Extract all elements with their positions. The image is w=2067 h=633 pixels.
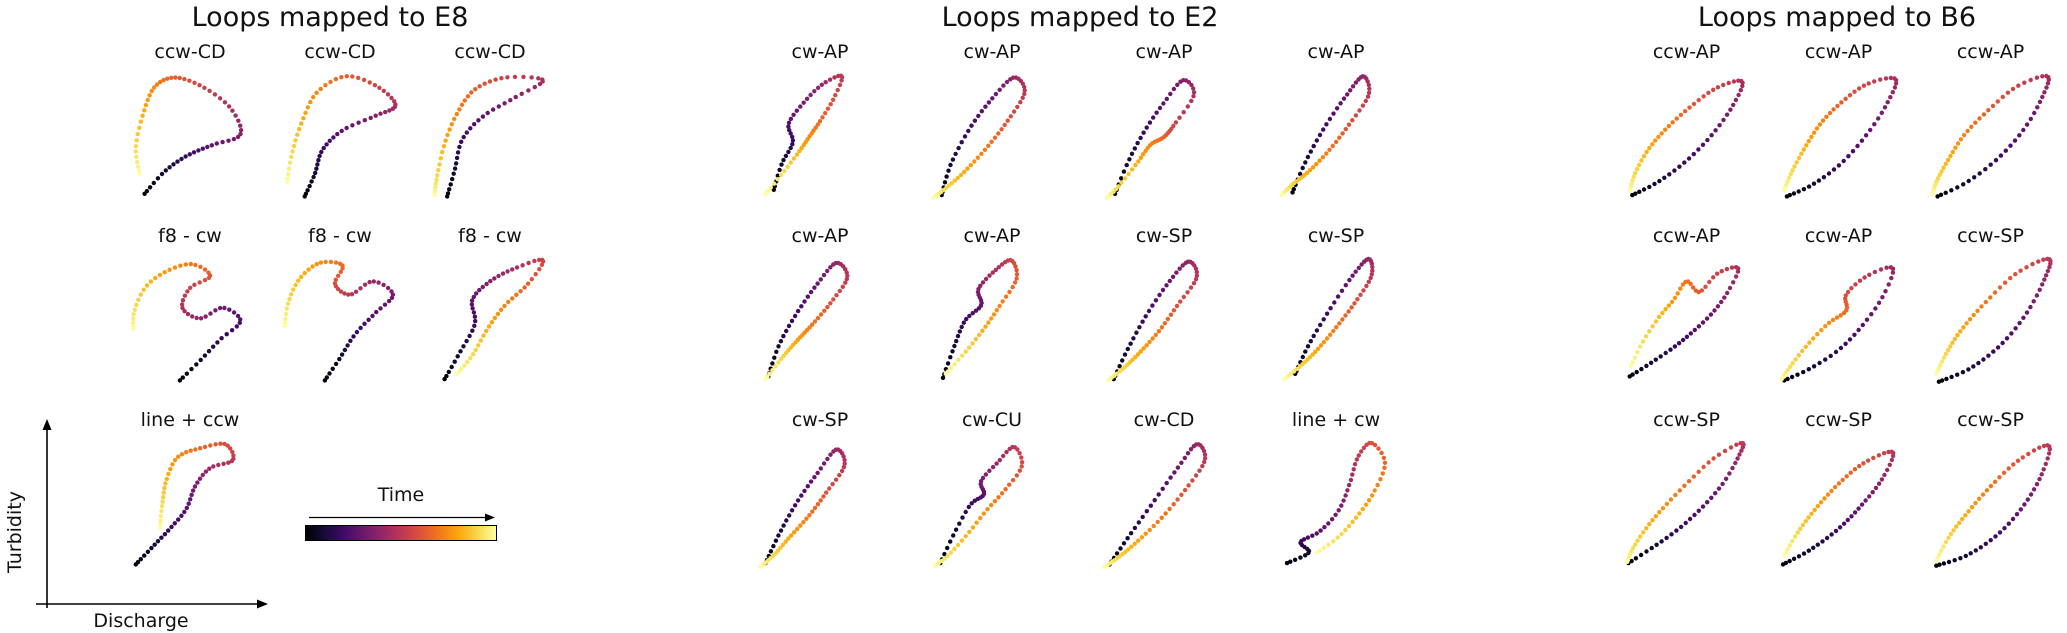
- subplot-label: ccw-AP: [1652, 225, 1721, 247]
- subplot-label: cw-AP: [791, 41, 849, 63]
- subplot-e2-8: cw-SP: [1261, 224, 1411, 394]
- x-axis-label: Discharge: [93, 610, 189, 632]
- loop-plot: [432, 74, 545, 199]
- subplot-e2-9: cw-SP: [745, 408, 895, 578]
- subplot-e8-6: f8 - cw: [420, 224, 560, 394]
- subplot-label: cw-AP: [1307, 41, 1365, 63]
- x-axis-arrow-icon: [36, 599, 268, 609]
- loop-plot: [1934, 256, 2053, 384]
- loop-plot: [1627, 265, 1741, 379]
- subplot-label: cw-SP: [1307, 225, 1365, 247]
- subplot-label: cw-CD: [1133, 409, 1195, 431]
- subplot-b6-8: ccw-SP: [1767, 408, 1910, 578]
- subplot-b6-4: ccw-AP: [1615, 224, 1758, 394]
- loop-plot: [931, 75, 1027, 200]
- loop-plot: [1779, 265, 1896, 383]
- panel-title-e8: Loops mapped to E8: [191, 2, 469, 33]
- subplot-b6-1: ccw-AP: [1615, 40, 1758, 210]
- subplot-label: ccw-SP: [1957, 225, 2024, 247]
- subplot-label: cw-SP: [791, 409, 849, 431]
- subplot-b6-2: ccw-AP: [1767, 40, 1910, 210]
- loop-plot: [758, 447, 847, 570]
- subplot-e2-7: cw-SP: [1089, 224, 1239, 394]
- loop-plot: [284, 74, 398, 199]
- subplot-label: f8 - cw: [158, 225, 222, 247]
- loop-plot: [1102, 442, 1208, 570]
- subplot-b6-7: ccw-SP: [1615, 408, 1758, 578]
- subplot-e2-4: cw-AP: [1261, 40, 1411, 210]
- subplot-e2-6: cw-AP: [917, 224, 1067, 394]
- subplot-grid-e2: cw-AP cw-AP cw-AP cw-AP cw-AP cw-AP cw-SP cw-SP…: [745, 40, 1411, 578]
- loop-plot: [131, 261, 243, 383]
- subplot-label: cw-AP: [963, 225, 1021, 247]
- loop-plot: [763, 260, 850, 382]
- loop-plot: [1782, 75, 1899, 199]
- subplot-label: cw-AP: [963, 41, 1021, 63]
- loop-plot: [1627, 78, 1745, 198]
- subplot-grid-e8: ccw-CD ccw-CD ccw-CD f8 - cw f8 - cw f8 - cw l…: [120, 40, 560, 578]
- loop-plot: [1780, 449, 1896, 567]
- subplot-e8-2: ccw-CD: [270, 40, 410, 210]
- subplot-b6-5: ccw-AP: [1767, 224, 1910, 394]
- subplot-grid-b6: ccw-AP ccw-AP ccw-AP ccw-AP ccw-AP ccw-SP ccw-…: [1615, 40, 2062, 578]
- subplot-e2-11: cw-CD: [1089, 408, 1239, 578]
- y-axis-label: Turbidity: [4, 491, 26, 573]
- loop-plot: [282, 259, 396, 383]
- subplot-e2-5: cw-AP: [745, 224, 895, 394]
- subplot-label: ccw-SP: [1805, 409, 1872, 431]
- loop-plot: [1284, 440, 1388, 566]
- subplot-label: ccw-AP: [1652, 41, 1721, 63]
- subplot-label: ccw-AP: [1956, 41, 2025, 63]
- subplot-label: ccw-CD: [304, 41, 376, 63]
- subplot-b6-6: ccw-SP: [1919, 224, 2062, 394]
- loop-plot: [442, 257, 546, 382]
- loop-plot: [1104, 78, 1197, 200]
- subplot-e2-10: cw-CU: [917, 408, 1067, 578]
- loop-plot: [1934, 443, 2052, 568]
- subplot-label: ccw-CD: [154, 41, 226, 63]
- subplot-e2-2: cw-AP: [917, 40, 1067, 210]
- loop-plot: [133, 75, 244, 196]
- subplot-b6-9: ccw-SP: [1919, 408, 2062, 578]
- subplot-e8-4: f8 - cw: [120, 224, 260, 394]
- subplot-label: ccw-CD: [454, 41, 526, 63]
- subplot-label: cw-AP: [1135, 41, 1193, 63]
- loop-plot: [1282, 256, 1375, 382]
- subplot-label: ccw-AP: [1804, 225, 1873, 247]
- subplot-e8-1: ccw-CD: [120, 40, 260, 210]
- colorbar-label: Time: [377, 484, 425, 506]
- subplot-label: cw-CU: [961, 409, 1022, 431]
- panel-title-b6: Loops mapped to B6: [1697, 2, 1977, 33]
- subplot-label: f8 - cw: [308, 225, 372, 247]
- loop-plot: [133, 441, 236, 567]
- loop-plot: [1625, 441, 1746, 566]
- subplot-label: ccw-SP: [1957, 409, 2024, 431]
- subplot-e2-3: cw-AP: [1089, 40, 1239, 210]
- loop-plot: [1930, 73, 2051, 199]
- panel-title-e2: Loops mapped to E2: [941, 2, 1219, 33]
- subplot-e8-3: ccw-CD: [420, 40, 560, 210]
- colorbar-arrow-icon: [309, 513, 495, 522]
- subplot-label: ccw-SP: [1653, 409, 1720, 431]
- loop-plot: [940, 257, 1020, 380]
- loop-plot: [932, 444, 1025, 568]
- subplot-e8-7: line + ccw: [120, 408, 260, 578]
- subplot-e2-1: cw-AP: [745, 40, 895, 210]
- loop-plot: [1106, 259, 1200, 383]
- loop-plot: [1279, 74, 1372, 198]
- subplot-label: cw-SP: [1135, 225, 1193, 247]
- subplot-label: f8 - cw: [458, 225, 522, 247]
- subplot-b6-3: ccw-AP: [1919, 40, 2062, 210]
- subplot-label: cw-AP: [791, 225, 849, 247]
- subplot-e2-12: line + cw: [1261, 408, 1411, 578]
- subplot-label: line + cw: [1291, 409, 1381, 431]
- subplot-label: ccw-AP: [1804, 41, 1873, 63]
- subplot-e8-5: f8 - cw: [270, 224, 410, 394]
- loop-plot: [763, 73, 845, 196]
- colorbar: [305, 525, 497, 541]
- y-axis-arrow-icon: [42, 419, 52, 608]
- subplot-label: line + ccw: [140, 409, 240, 431]
